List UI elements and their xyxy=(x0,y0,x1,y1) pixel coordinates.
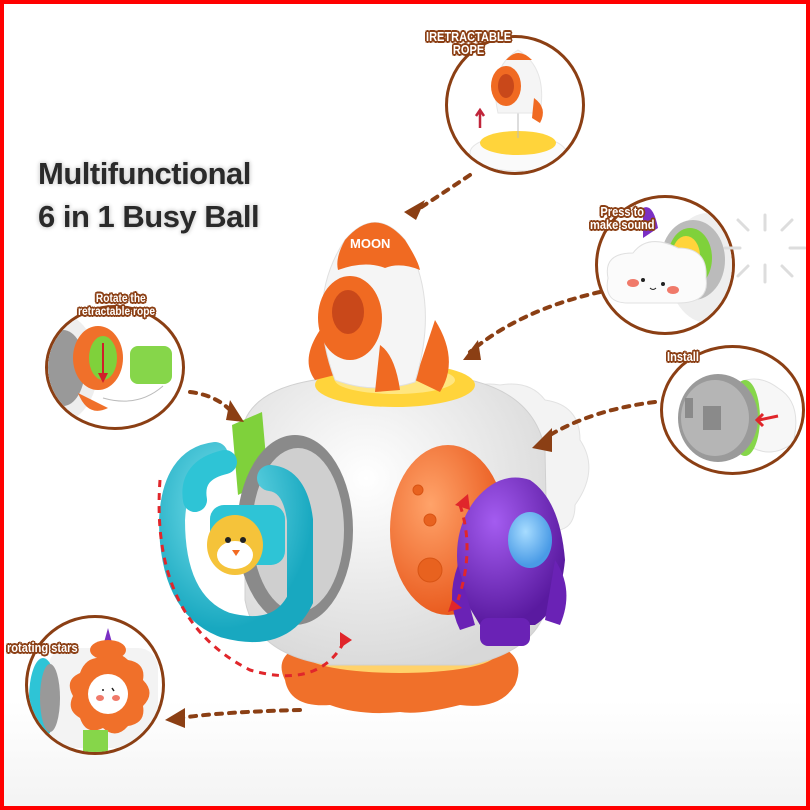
label-press-to-make-sound: Press to make sound xyxy=(590,205,654,231)
retractable-rope-image xyxy=(469,49,567,172)
product-title: Multifunctional 6 in 1 Busy Ball xyxy=(38,152,260,238)
connector-arrow-head xyxy=(404,200,425,220)
label-rotating-stars: rotating stars xyxy=(7,641,78,654)
callout-install xyxy=(660,345,805,475)
label-rotate-line1: Rotate the xyxy=(95,291,146,305)
purple-rocket xyxy=(451,477,567,646)
connector-arrows xyxy=(178,173,657,720)
rotation-arrow-head xyxy=(340,632,352,648)
connector-arrow-head xyxy=(226,400,244,422)
label-install: Install xyxy=(667,350,699,363)
label-rotating-stars-text: rotating stars xyxy=(7,640,78,655)
title-line-1: Multifunctional xyxy=(38,156,251,191)
connector-arrow-head xyxy=(165,708,185,728)
callout-retractable-rope xyxy=(445,35,585,175)
connector-arrow-head xyxy=(532,428,552,452)
rotate-rope-image xyxy=(48,313,172,423)
label-press-line2: make sound xyxy=(590,217,655,232)
label-retractable-rope-line1: IRETRACTABLE xyxy=(426,29,512,44)
label-retractable-rope: IRETRACTABLE ROPE xyxy=(426,30,511,56)
rocket-moon-text: MOON xyxy=(350,236,390,251)
label-install-text: Install xyxy=(667,349,699,364)
rotation-arrow-head xyxy=(455,494,470,510)
rotation-arrow-head xyxy=(448,600,462,612)
callout-rotate-retractable-rope xyxy=(45,305,185,430)
title-line-2: 6 in 1 Busy Ball xyxy=(38,199,260,234)
label-retractable-rope-line2: ROPE xyxy=(452,42,485,57)
steering-wheel xyxy=(158,442,313,643)
label-press-line1: Press to xyxy=(600,204,645,219)
callout-rotating-stars xyxy=(25,615,165,755)
label-rotate-line2: retractable rope xyxy=(78,304,156,318)
install-image xyxy=(678,374,797,462)
label-rotate-retractable-rope: Rotate the retractable rope xyxy=(78,292,155,318)
connector-arrow-head xyxy=(463,340,481,360)
rotation-arrows xyxy=(157,479,469,678)
press-to-make-sound-image xyxy=(606,207,732,323)
rotating-stars-image xyxy=(29,628,158,752)
rocket-module: MOON xyxy=(308,222,449,392)
callout-press-to-make-sound xyxy=(595,195,735,335)
